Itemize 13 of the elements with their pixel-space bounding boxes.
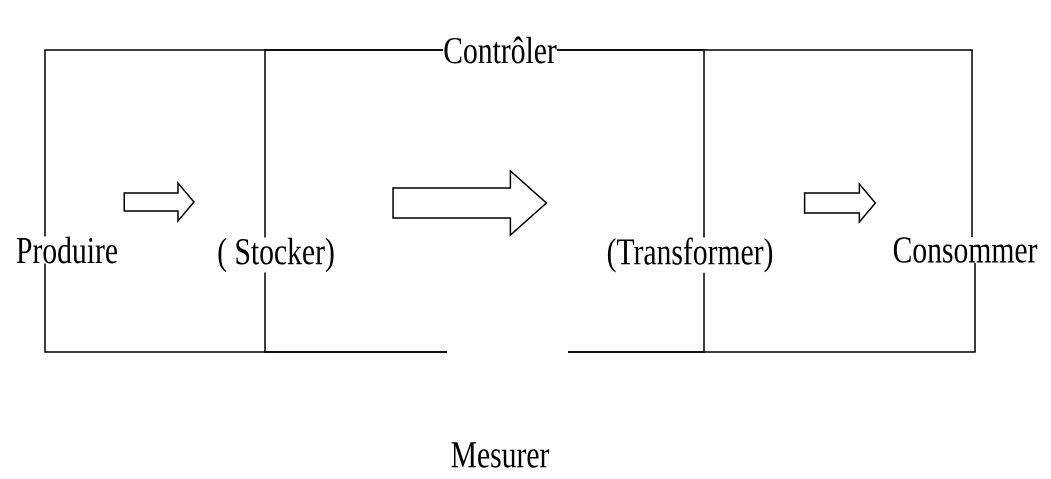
process-label: Produire: [16, 236, 117, 264]
connector-line: [567, 262, 976, 353]
process-label: (Transformer): [607, 237, 773, 273]
process-label: Mesurer: [451, 442, 550, 468]
process-label: Consommer: [893, 237, 1038, 263]
block-arrow: [123, 180, 195, 224]
process-label: ( Stocker): [218, 237, 334, 273]
connector-line: [264, 49, 444, 239]
block-arrow: [803, 181, 877, 225]
process-label: Contrôler: [444, 36, 557, 64]
connector-line: [556, 49, 973, 238]
connector-line: [264, 271, 448, 353]
block-arrow: [392, 169, 548, 237]
